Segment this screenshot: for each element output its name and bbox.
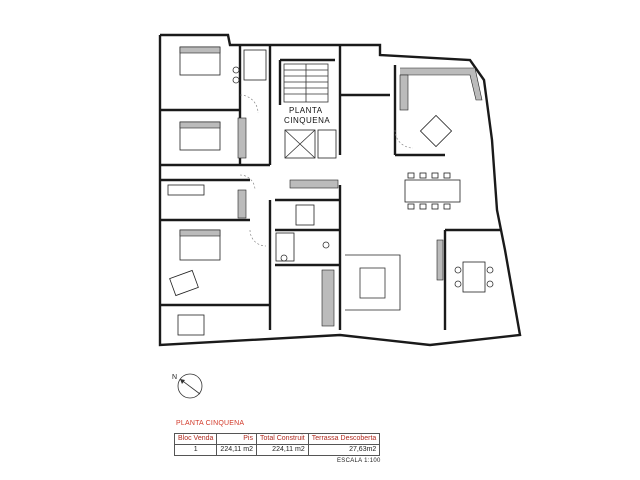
bed-2 [179, 121, 221, 151]
cell-bloc-venda: 1 [173, 444, 218, 456]
outer-wall [158, 33, 522, 347]
area-table: Bloc Venda Pis Total Construit Terrassa … [173, 433, 381, 456]
staircase [283, 63, 329, 103]
door-swing [239, 94, 259, 114]
wardrobe [321, 269, 335, 327]
header-total-construit: Total Construit [255, 433, 309, 445]
header-bloc-venda: Bloc Venda [173, 433, 218, 445]
wardrobe [237, 117, 247, 159]
door-swing [394, 129, 414, 149]
scale-label: ESCALA 1:100 [337, 458, 381, 464]
header-terrassa-descoberta: Terrassa Descoberta [307, 433, 381, 445]
wardrobe [237, 189, 247, 219]
tv-unit [436, 239, 444, 281]
interior-walls [160, 45, 500, 330]
shaft [317, 129, 337, 159]
bathroom-fixtures [243, 49, 267, 81]
kitchen [399, 67, 483, 148]
floor-label: PLANTA [289, 106, 323, 115]
door-swing [249, 229, 267, 247]
sheet-title: PLANTA CINQUENA [176, 420, 245, 427]
armchair [169, 269, 199, 297]
desk [167, 184, 205, 196]
north-arrow: N [172, 373, 203, 399]
wardrobe [289, 179, 339, 189]
sofa [345, 254, 401, 311]
cell-total-construit: 224,11 m2 [255, 444, 309, 456]
floor-label: CINQUENA [284, 116, 330, 125]
area-table-header: Bloc Venda Pis Total Construit Terrassa … [173, 433, 381, 445]
shower [275, 232, 295, 262]
dining-table [404, 172, 461, 210]
table-row: 1 224,11 m2 224,11 m2 27,63m2 [173, 444, 381, 456]
terrace-table [177, 314, 205, 336]
terrace-dining [454, 261, 494, 293]
bed-1 [179, 46, 221, 76]
floor-plan: PLANTA CINQUENA [158, 33, 522, 347]
north-label: N [172, 374, 177, 381]
bed-3 [179, 229, 221, 261]
bathtub [295, 204, 315, 226]
cell-terrassa-descoberta: 27,63m2 [307, 444, 381, 456]
cell-pis: 224,11 m2 [216, 444, 257, 456]
header-pis: Pis [216, 433, 257, 445]
door-swing [239, 174, 256, 191]
